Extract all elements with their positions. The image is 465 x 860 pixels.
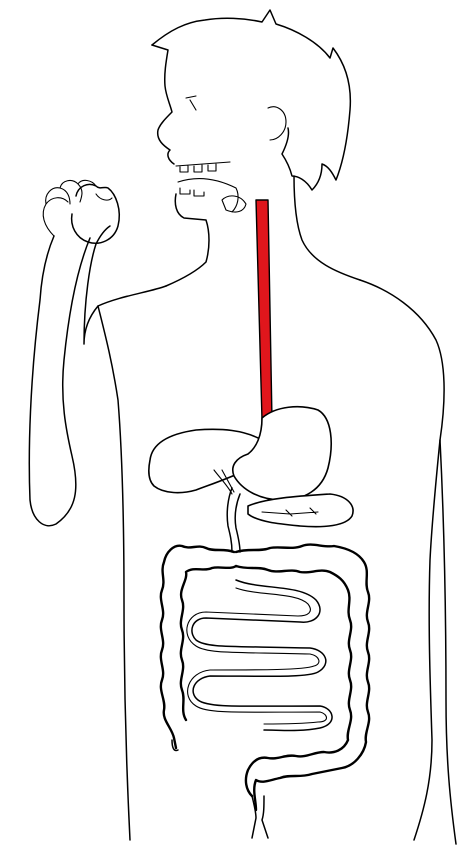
pancreas	[248, 494, 353, 527]
duodenum	[227, 488, 240, 552]
right-arm-line	[440, 440, 456, 844]
ear	[268, 107, 286, 140]
neck-back	[294, 176, 360, 280]
stomach	[233, 407, 331, 500]
apple	[72, 184, 120, 243]
upper-teeth	[176, 162, 230, 172]
large-intestine	[161, 545, 369, 810]
hair	[152, 10, 350, 190]
lower-teeth	[180, 188, 204, 196]
chin-neck	[166, 194, 209, 286]
face-profile	[152, 45, 174, 164]
mouth-cavity	[178, 179, 246, 212]
hand-fingers	[43, 180, 96, 236]
torso-right	[360, 280, 444, 840]
raised-arm	[29, 226, 166, 526]
esophagus	[256, 200, 272, 420]
torso-left	[98, 306, 130, 840]
small-intestine	[192, 580, 332, 731]
apple-bite	[96, 194, 112, 200]
eye	[186, 96, 196, 110]
